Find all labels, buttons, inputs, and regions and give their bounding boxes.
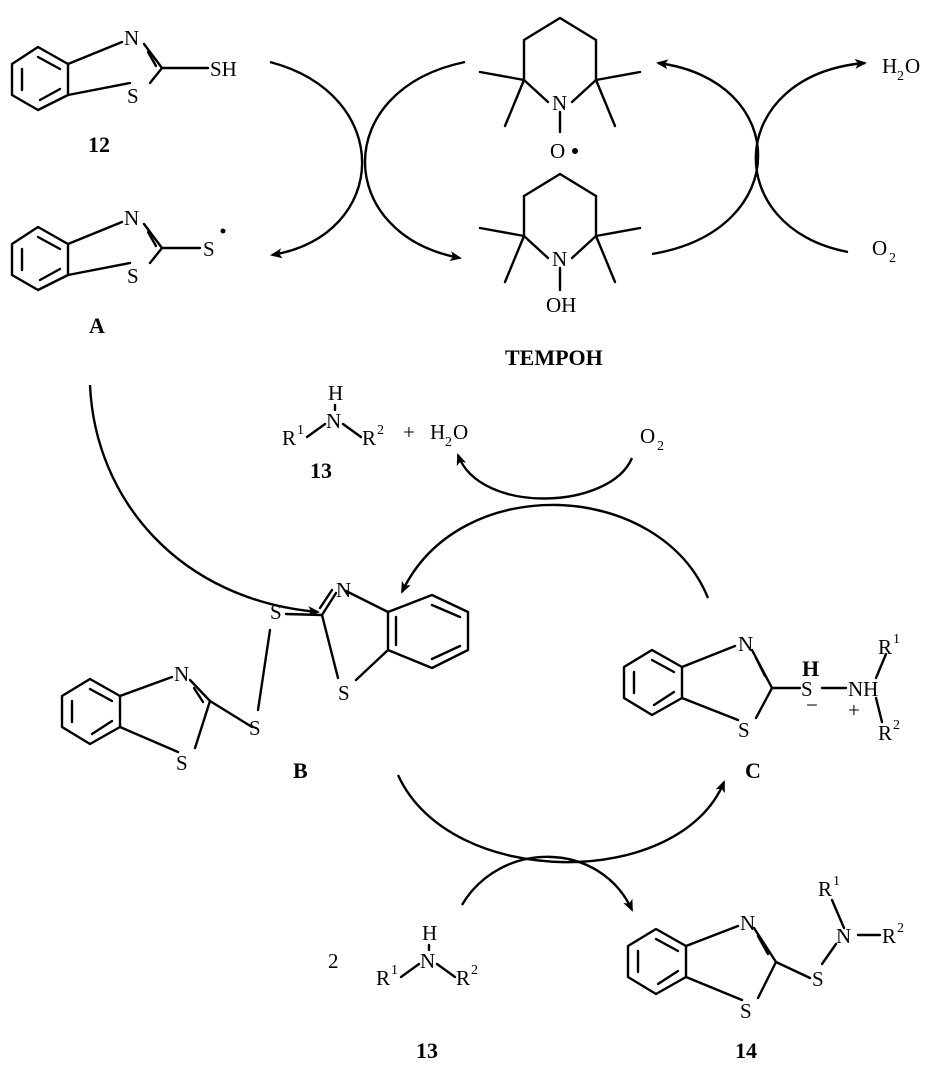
arrow-o2-to-amine-water — [456, 453, 634, 500]
plus-sign: + — [403, 420, 415, 444]
compound-b-label: B — [293, 758, 308, 783]
ring-n-atom: N — [124, 206, 139, 230]
svg-text:N: N — [174, 662, 189, 686]
amine-13-label: 13 — [310, 458, 332, 483]
svg-text:R: R — [878, 721, 892, 745]
svg-text:S: S — [812, 967, 824, 991]
svg-text:N: N — [740, 911, 755, 935]
radical-dot — [220, 228, 226, 234]
arrow-a-to-b — [88, 384, 320, 617]
compound-12-structure: N S SH 12 — [10, 26, 237, 157]
arrow-tempoh-to-tempo — [651, 59, 760, 256]
arrow-b-to-c — [396, 774, 726, 864]
compound-12-label: 12 — [88, 132, 110, 157]
svg-text:N: N — [336, 578, 351, 602]
arrow-c-to-b — [400, 503, 710, 599]
water-top-right: H 2 O — [882, 54, 920, 84]
arrow-12-to-a — [269, 60, 364, 259]
tempo-structure: N O — [478, 16, 642, 163]
tempoh-n-atom: N — [552, 247, 567, 271]
thiol-group: SH — [210, 57, 237, 81]
c-bold-h: H — [802, 656, 819, 681]
c-nh: NH — [848, 677, 878, 701]
water-middle: H 2 O — [430, 420, 468, 450]
product-14-structure: N S S N R 1 R 2 14 — [626, 874, 904, 1063]
svg-text:N: N — [420, 949, 435, 973]
arrow-tempo-to-tempoh — [364, 60, 466, 262]
tempoh-oh-group: OH — [546, 293, 576, 317]
thiyl-radical-s: S — [203, 237, 215, 261]
oxygen-middle: O 2 — [640, 424, 664, 454]
svg-text:1: 1 — [893, 632, 900, 647]
svg-text:R: R — [878, 635, 892, 659]
svg-text:N: N — [326, 409, 341, 433]
arrow-amine-to-14 — [460, 855, 634, 912]
svg-text:O: O — [872, 236, 887, 260]
svg-text:H: H — [882, 54, 897, 78]
svg-text:1: 1 — [391, 963, 398, 978]
amine-13-bottom: 2 R 1 N H R 2 13 — [328, 921, 478, 1063]
ring-s-atom: S — [127, 264, 139, 288]
svg-text:S: S — [740, 999, 752, 1023]
c-minus-charge: − — [806, 693, 818, 717]
intermediate-c-structure: N S H S − NH + R 1 R 2 C — [622, 632, 900, 783]
svg-text:O: O — [905, 54, 920, 78]
amine-13-middle: R 1 N H R 2 13 — [282, 381, 384, 483]
arrow-o2-to-h2o — [754, 58, 867, 254]
svg-text:2: 2 — [657, 439, 664, 454]
c-sulfur: S — [801, 677, 813, 701]
svg-text:H: H — [430, 420, 445, 444]
svg-text:2: 2 — [471, 963, 478, 978]
svg-text:2: 2 — [897, 69, 904, 84]
svg-text:N: N — [836, 924, 851, 948]
svg-text:1: 1 — [297, 423, 304, 438]
oxygen-top-right: O 2 — [872, 236, 896, 266]
svg-text:R: R — [282, 426, 296, 450]
compound-14-label: 14 — [735, 1038, 757, 1063]
disulfide-b-structure: N S S S N S B — [60, 578, 470, 783]
svg-text:H: H — [328, 381, 343, 405]
svg-text:R: R — [882, 924, 896, 948]
svg-text:2: 2 — [893, 718, 900, 733]
amine-13-bottom-label: 13 — [416, 1038, 438, 1063]
svg-text:N: N — [738, 632, 753, 656]
svg-text:R: R — [362, 426, 376, 450]
svg-text:O: O — [640, 424, 655, 448]
tempo-o-atom: O — [550, 139, 565, 163]
svg-text:S: S — [738, 718, 750, 742]
svg-text:2: 2 — [445, 435, 452, 450]
svg-text:2: 2 — [377, 423, 384, 438]
amine-coefficient: 2 — [328, 949, 339, 973]
svg-text:2: 2 — [897, 921, 904, 936]
ring-s-atom: S — [127, 84, 139, 108]
ring-n-atom: N — [124, 26, 139, 50]
tempoh-label: TEMPOH — [505, 345, 603, 370]
svg-text:S: S — [270, 600, 282, 624]
svg-text:R: R — [456, 966, 470, 990]
svg-text:1: 1 — [833, 874, 840, 889]
compound-a-label: A — [89, 313, 105, 338]
tempo-n-atom: N — [552, 91, 567, 115]
svg-text:O: O — [453, 420, 468, 444]
svg-text:S: S — [176, 751, 188, 775]
svg-text:R: R — [376, 966, 390, 990]
svg-text:H: H — [422, 921, 437, 945]
radical-a-structure: N S S A — [10, 206, 226, 338]
c-plus-charge: + — [848, 698, 860, 722]
compound-c-label: C — [745, 758, 761, 783]
tempoh-structure: N OH TEMPOH — [478, 172, 642, 370]
svg-text:S: S — [249, 716, 261, 740]
svg-text:S: S — [338, 681, 350, 705]
svg-text:2: 2 — [889, 251, 896, 266]
nitroxyl-radical-dot — [572, 148, 578, 154]
svg-text:R: R — [818, 877, 832, 901]
